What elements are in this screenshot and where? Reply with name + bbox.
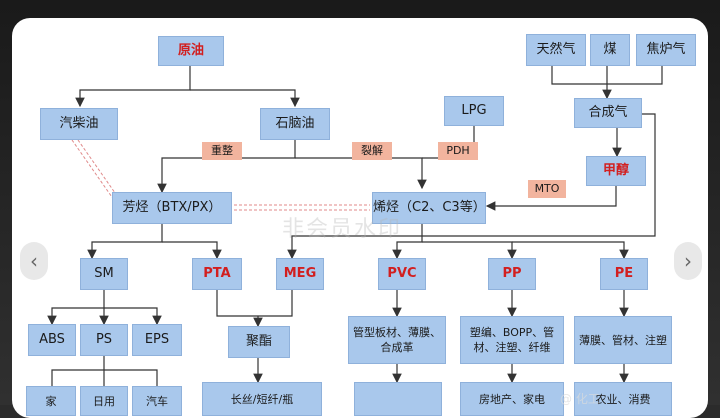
node-aromatics: 芳烃（BTX/PX）: [112, 192, 232, 224]
node-diesel: 汽柴油: [40, 108, 118, 140]
node-bottom-5: 房地产、家电: [460, 382, 564, 416]
node-pvc: PVC: [378, 258, 426, 290]
node-lpg: LPG: [444, 96, 504, 126]
node-bottom-empty: [354, 382, 442, 416]
tag-reforming: 重整: [202, 142, 242, 160]
node-olefins: 烯烃（C2、C3等）: [372, 192, 486, 224]
node-coke-gas: 焦炉气: [636, 34, 696, 66]
node-bottom-2: 日用: [80, 386, 128, 416]
node-eps: EPS: [132, 324, 182, 356]
overlay-watermark: @ 化工: [560, 392, 600, 406]
tag-mto: MTO: [528, 180, 566, 198]
node-sm: SM: [80, 258, 128, 290]
node-meg: MEG: [276, 258, 324, 290]
node-pp-uses: 塑编、BOPP、管材、注塑、纤维: [460, 316, 564, 364]
node-methanol: 甲醇: [586, 156, 646, 186]
node-pta: PTA: [192, 258, 242, 290]
prev-arrow-button[interactable]: ‹: [20, 242, 48, 280]
tag-cracking: 裂解: [352, 142, 392, 160]
node-pvc-uses: 管型板材、薄膜、合成革: [348, 316, 446, 364]
tag-pdh: PDH: [438, 142, 478, 160]
watermark-text: 非会员水印: [282, 217, 403, 242]
node-natural-gas: 天然气: [526, 34, 586, 66]
node-pe: PE: [600, 258, 648, 290]
diagram-canvas: 原油 汽柴油 石脑油 LPG 天然气 煤 焦炉气 合成气 甲醇 重整 裂解 PD…: [12, 18, 708, 418]
node-bottom-1: 家: [26, 386, 76, 416]
next-arrow-button[interactable]: ›: [674, 242, 702, 280]
node-syngas: 合成气: [574, 98, 642, 128]
node-bottom-4: 长丝/短纤/瓶: [202, 382, 322, 416]
node-ps: PS: [80, 324, 128, 356]
node-crude-oil: 原油: [158, 36, 224, 66]
node-pe-uses: 薄膜、管材、注塑: [574, 316, 672, 364]
node-bottom-3: 汽车: [132, 386, 182, 416]
node-pp: PP: [488, 258, 536, 290]
node-coal: 煤: [590, 34, 630, 66]
node-naphtha: 石脑油: [260, 108, 330, 140]
node-abs: ABS: [28, 324, 76, 356]
node-polyester: 聚酯: [228, 326, 290, 358]
connector-lines: [47, 64, 663, 386]
